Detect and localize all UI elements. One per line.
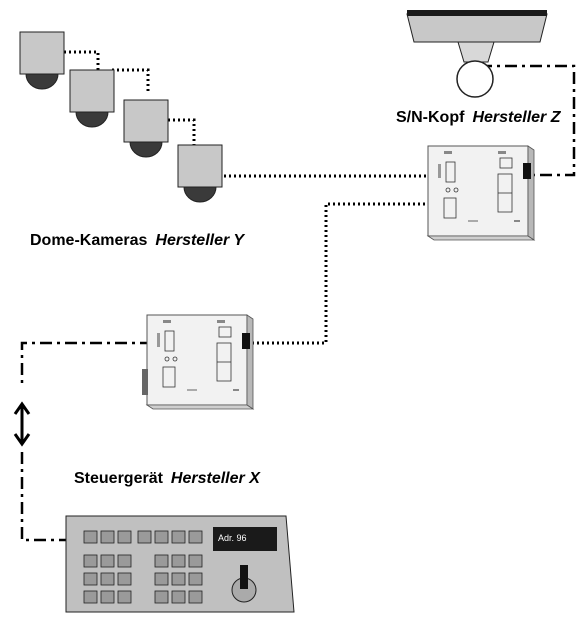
sn-head-name: S/N-Kopf [396,109,465,126]
connector-icon [242,333,250,349]
dome-cameras-name: Dome-Kameras [30,232,148,249]
bidirectional-arrow-icon [13,401,31,447]
controller-name: Steuergerät [74,470,163,487]
sn-converter-to-ctrl-converter-line [250,202,430,345]
cam1-to-cam2-line [64,50,100,70]
dotted-connections [64,50,430,345]
controller-manufacturer: Hersteller X [170,470,260,487]
controller-keyboard: Adr. 96 [65,515,295,613]
sn-head-to-converter-line [480,64,576,177]
protocol-converter-bottom [146,314,254,410]
dome-camera-3 [123,99,169,158]
keypad [83,530,203,604]
dome-cameras-manufacturer: Hersteller Y [155,232,245,249]
arrow-to-controller-line [20,452,70,542]
sn-head-manufacturer: Hersteller Z [472,109,561,126]
cam3-to-cam4-line [163,118,196,146]
dome-camera-2 [69,69,115,128]
controller-display [213,527,277,551]
sn-head-device [406,10,548,98]
cam2-to-cam3-line [112,68,150,92]
dome-camera-1 [19,31,65,90]
dashdot-connections [20,64,576,542]
connector-icon [142,369,148,395]
dome-cameras-label: Dome-Kameras Hersteller Y [30,232,244,250]
converter-to-arrow-line [20,341,152,388]
joystick [231,565,257,603]
connector-icon [523,163,531,179]
dome-camera-4 [177,144,223,203]
protocol-converter-top [427,145,535,241]
sn-head-label: S/N-Kopf Hersteller Z [396,109,560,127]
controller-display-text: Adr. 96 [218,533,247,543]
controller-label: Steuergerät Hersteller X [74,470,260,488]
